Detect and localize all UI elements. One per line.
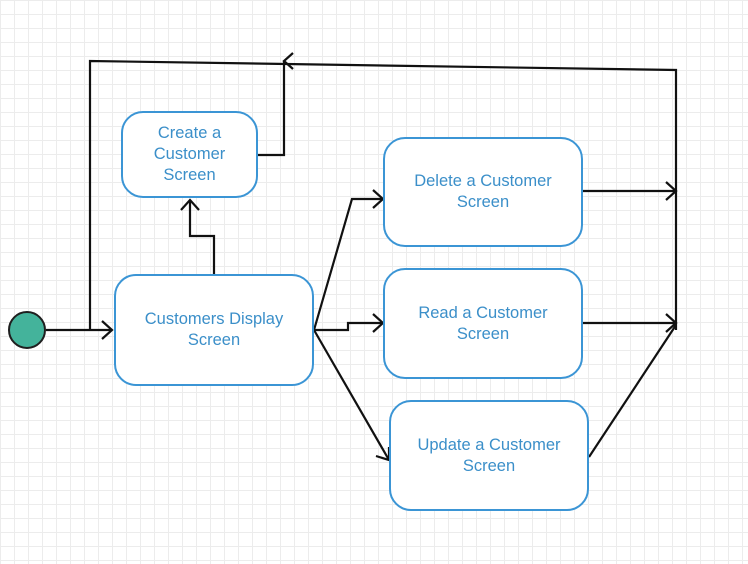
edge-update-to-right bbox=[588, 324, 677, 458]
node-create-customer-screen[interactable]: Create a Customer Screen bbox=[121, 111, 258, 198]
arrowhead-right-delete bbox=[665, 181, 678, 201]
node-update-customer-screen[interactable]: Update a Customer Screen bbox=[389, 400, 589, 511]
edge-create-to-loop bbox=[258, 61, 286, 157]
arrowhead-return bbox=[282, 52, 294, 70]
arrowhead-display bbox=[101, 320, 114, 340]
edge-display-to-read bbox=[314, 321, 383, 332]
edge-display-to-delete bbox=[312, 197, 383, 331]
edge-display-to-update bbox=[313, 329, 390, 461]
start-node[interactable] bbox=[8, 311, 46, 349]
arrowhead-create bbox=[180, 198, 200, 211]
edge-return-loop bbox=[88, 59, 678, 330]
node-customers-display-screen[interactable]: Customers Display Screen bbox=[114, 274, 314, 386]
node-read-customer-screen[interactable]: Read a Customer Screen bbox=[383, 268, 583, 379]
node-delete-customer-screen[interactable]: Delete a Customer Screen bbox=[383, 137, 583, 247]
edge-display-to-create bbox=[188, 200, 216, 274]
arrowhead-right-read bbox=[665, 313, 678, 333]
